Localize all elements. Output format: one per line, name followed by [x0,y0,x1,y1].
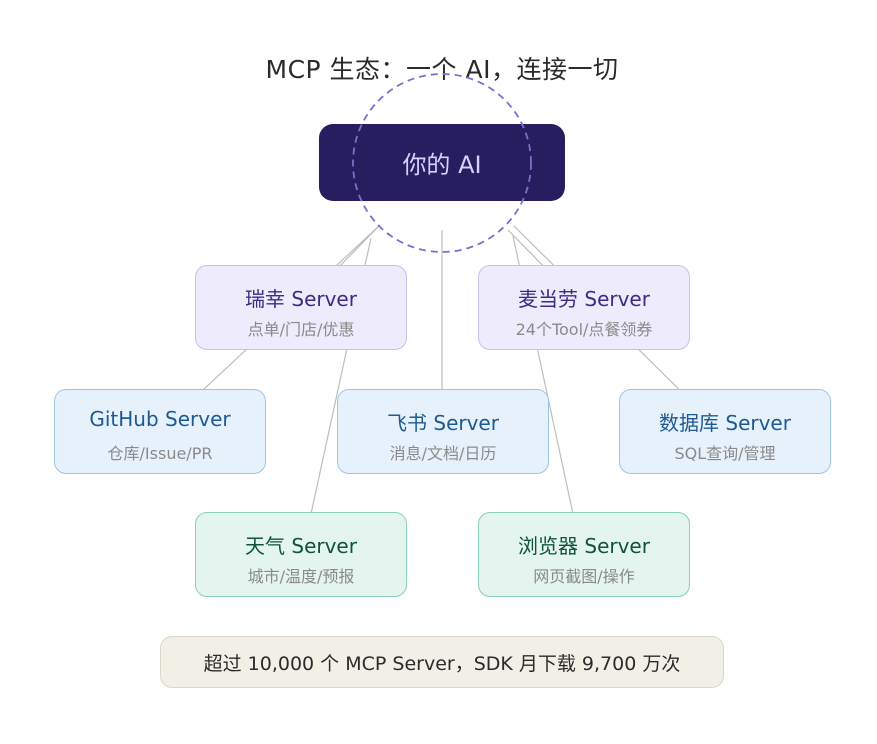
server-node-ruixing: 瑞幸 Server 点单/门店/优惠 [195,265,407,350]
server-node-database: 数据库 Server SQL查询/管理 [619,389,831,474]
server-description: SQL查询/管理 [674,444,776,463]
server-name: 麦当劳 Server [518,287,650,311]
server-description: 24个Tool/点餐领券 [515,320,653,339]
server-description: 仓库/Issue/PR [107,444,213,463]
server-name: 瑞幸 Server [245,287,357,311]
server-name: 飞书 Server [387,411,499,435]
center-ai-node: 你的 AI [319,124,565,201]
center-ai-label: 你的 AI [402,151,482,179]
server-node-github: GitHub Server 仓库/Issue/PR [54,389,266,474]
server-name: GitHub Server [89,407,231,431]
footer-stats-banner: 超过 10,000 个 MCP Server，SDK 月下载 9,700 万次 [160,636,724,688]
server-description: 点单/门店/优惠 [247,320,355,339]
server-name: 天气 Server [245,534,357,558]
server-description: 消息/文档/日历 [389,444,497,463]
server-node-browser: 浏览器 Server 网页截图/操作 [478,512,690,597]
server-name: 数据库 Server [659,411,791,435]
server-name: 浏览器 Server [518,534,650,558]
server-node-weather: 天气 Server 城市/温度/预报 [195,512,407,597]
diagram-title: MCP 生态：一个 AI，连接一切 [265,55,619,84]
server-description: 城市/温度/预报 [247,567,355,586]
server-description: 网页截图/操作 [533,567,635,586]
footer-stats-text: 超过 10,000 个 MCP Server，SDK 月下载 9,700 万次 [203,652,681,675]
server-node-mcdonalds: 麦当劳 Server 24个Tool/点餐领券 [478,265,690,350]
server-node-feishu: 飞书 Server 消息/文档/日历 [337,389,549,474]
